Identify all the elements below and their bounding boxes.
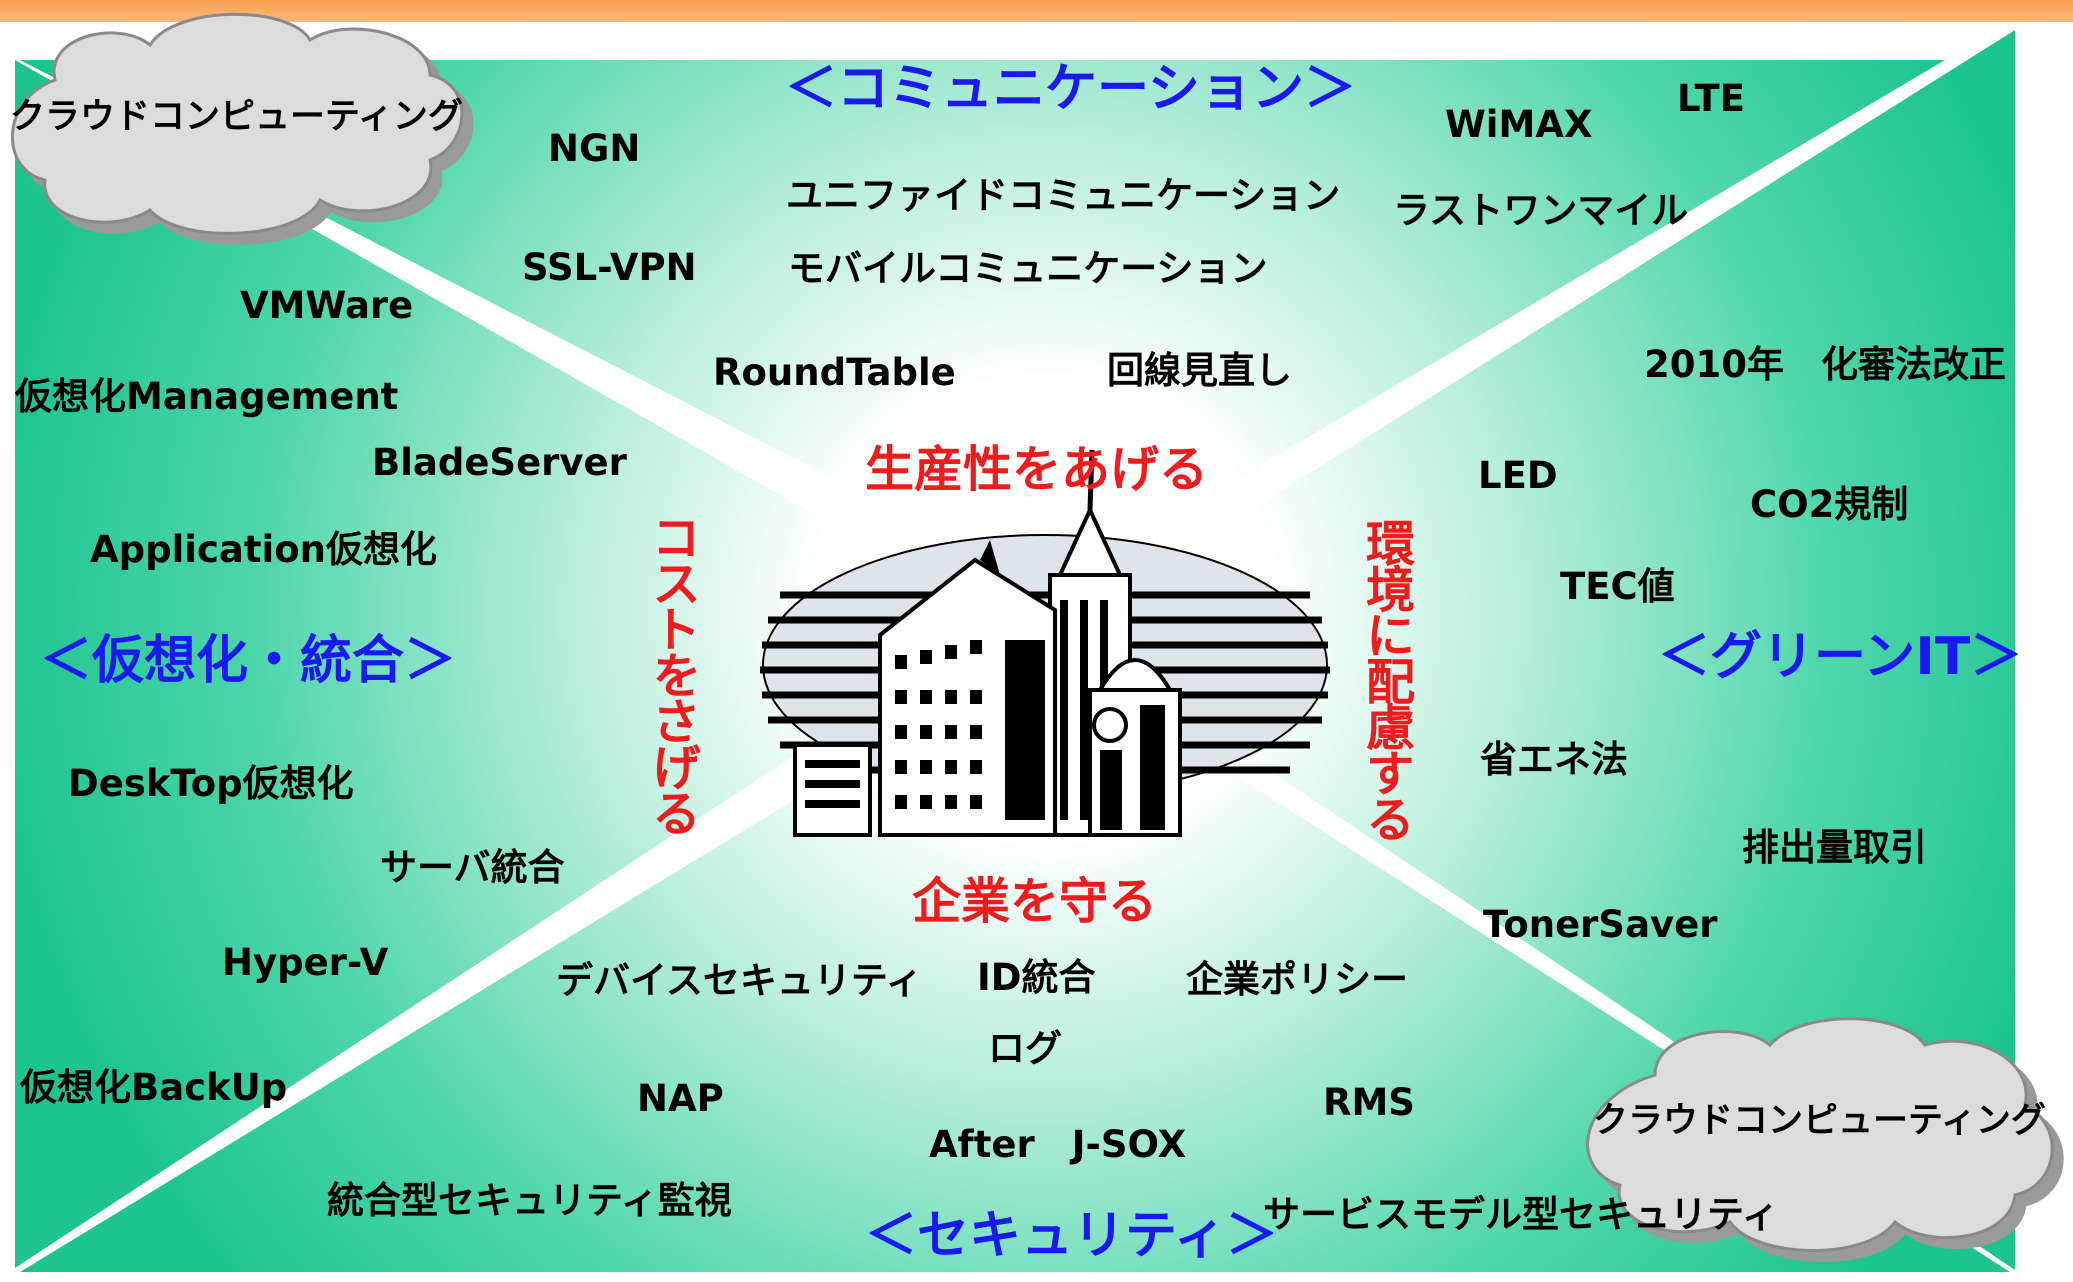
cloud-icon: [11, 12, 464, 235]
virtualization-quadrant: [15, 60, 1000, 1268]
goal-environment: 環境に配慮する: [1358, 518, 1415, 840]
keyword: Hyper-V: [222, 941, 389, 984]
keyword: CO2規制: [1750, 483, 1909, 526]
keyword: ラストワンマイル: [1393, 189, 1689, 232]
keyword: デバイスセキュリティ: [556, 959, 923, 1002]
category-communication: ＜コミュニケーション＞: [785, 59, 1356, 119]
keyword: サービスモデル型セキュリティ: [1263, 1193, 1779, 1236]
keyword: モバイルコミュニケーション: [788, 247, 1268, 290]
cloud-label: クラウドコンピューティング: [1593, 1101, 2046, 1141]
keyword: 回線見直し: [1107, 349, 1292, 392]
keyword: RMS: [1323, 1081, 1415, 1124]
keyword: BladeServer: [372, 441, 627, 484]
keyword: Application仮想化: [90, 528, 438, 571]
keyword: LED: [1478, 454, 1558, 497]
keyword: TonerSaver: [1483, 903, 1718, 946]
keyword: 省エネ法: [1480, 738, 1628, 781]
keyword: TEC値: [1560, 565, 1675, 608]
keyword: LTE: [1677, 77, 1745, 120]
keyword: ログ: [988, 1027, 1062, 1070]
goal-productivity: 生産性をあげる: [865, 441, 1209, 498]
category-security: ＜セキュリティ＞: [865, 1206, 1278, 1266]
green-quadrant: [1060, 30, 2015, 1270]
keyword: サーバ統合: [380, 846, 565, 889]
keyword: ID統合: [977, 956, 1096, 999]
keyword: 仮想化Management: [15, 375, 399, 418]
keyword: 仮想化BackUp: [20, 1066, 288, 1109]
goal-protect: 企業を守る: [912, 873, 1158, 930]
keyword: NAP: [637, 1077, 724, 1120]
keyword: 統合型セキュリティ監視: [327, 1179, 732, 1222]
goal-cost: コストをさげる: [644, 512, 701, 834]
security-quadrant: [20, 650, 2010, 1272]
keyword: 排出量取引: [1742, 826, 1927, 869]
buildings-icon: [760, 449, 1330, 837]
keyword: VMWare: [240, 284, 414, 327]
keyword: DeskTop仮想化: [68, 762, 354, 805]
keyword: NGN: [548, 127, 641, 170]
keyword: RoundTable: [713, 351, 956, 394]
category-virtualization: ＜仮想化・統合＞: [40, 631, 457, 691]
keyword: After J-SOX: [929, 1123, 1187, 1166]
cloud-icon: [1586, 1017, 2054, 1252]
cloud-label: クラウドコンピューティング: [10, 97, 463, 137]
keyword: SSL-VPN: [522, 246, 697, 289]
communication-quadrant: [20, 60, 1945, 590]
keyword: 企業ポリシー: [1186, 958, 1408, 1001]
category-green-it: ＜グリーンIT＞: [1658, 627, 2023, 687]
keyword: ユニファイドコミュニケーション: [786, 174, 1341, 217]
keyword: 2010年 化審法改正: [1644, 343, 2006, 386]
keyword: WiMAX: [1445, 103, 1593, 146]
header-bar: [0, 0, 2073, 22]
